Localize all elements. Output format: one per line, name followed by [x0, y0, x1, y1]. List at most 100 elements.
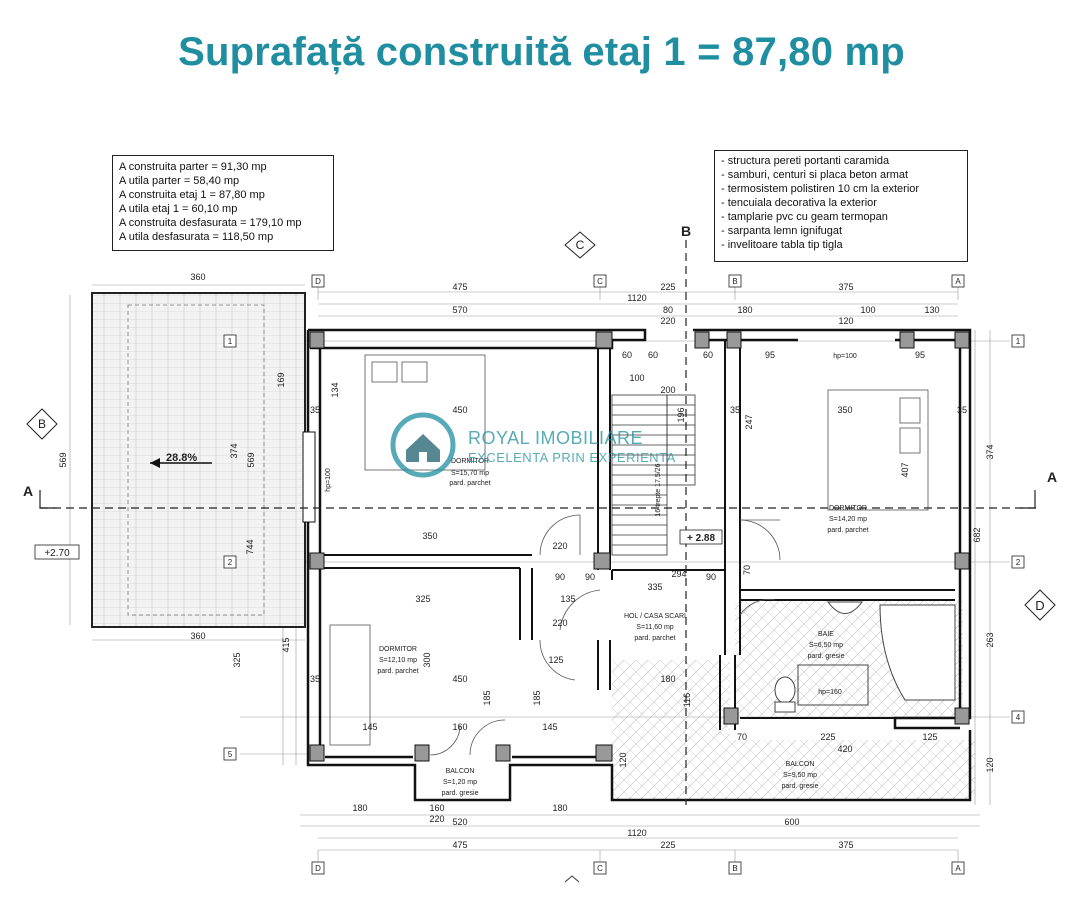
bathroom-fixtures	[774, 601, 956, 713]
balcony-east-tiles	[730, 740, 975, 800]
section-marker-d: D	[1035, 598, 1044, 613]
dim: 35	[310, 674, 320, 684]
dim: 200	[660, 385, 675, 395]
dim: 35	[957, 405, 967, 415]
dim: 116	[682, 693, 692, 707]
svg-text:BALCON: BALCON	[446, 768, 475, 775]
dim: 335	[647, 582, 662, 592]
dim: 350	[422, 531, 437, 541]
dim: 35	[310, 405, 320, 415]
svg-text:S=9,50 mp: S=9,50 mp	[783, 772, 817, 779]
dim: 475	[452, 282, 467, 292]
svg-text:S=15,70 mp: S=15,70 mp	[451, 470, 489, 477]
dim: 120	[985, 757, 995, 772]
dim: 95	[765, 350, 775, 360]
roof-terrace	[91, 292, 306, 628]
spec-line: - sarpanta lemn ignifugat	[721, 225, 843, 237]
room-balcon-east: BALCON S=9,50 mp pard. gresie	[782, 761, 819, 790]
dim: 220	[552, 541, 567, 551]
dim: 130	[924, 305, 939, 315]
exterior-walls	[306, 328, 972, 802]
dim: 90	[585, 572, 595, 582]
dimension-labels: 360 475 225 375 1120 570 80 180 100 130 …	[58, 272, 995, 850]
dim: 70	[737, 732, 747, 742]
dim: 100	[860, 305, 875, 315]
grid-label-4: 4	[1016, 713, 1021, 722]
level-box	[34, 544, 80, 560]
dim: 196	[676, 407, 686, 422]
stair-level-box	[679, 529, 723, 545]
window-west	[302, 431, 316, 523]
section-label-b: B	[681, 223, 691, 239]
hp-note-bath: hp=160	[818, 689, 842, 696]
room-dormitor-nw: DORMITOR S=15,70 mp pard. parchet	[449, 458, 490, 487]
dim: 125	[548, 655, 563, 665]
section-label-a-east: A	[1047, 469, 1057, 485]
spec-line: - tamplarie pvc cu geam termopan	[721, 211, 888, 223]
area-line: A construita desfasurata = 179,10 mp	[119, 217, 302, 229]
section-markers	[26, 231, 1056, 621]
svg-text:DORMITOR: DORMITOR	[829, 505, 867, 512]
dim: 120	[838, 316, 853, 326]
dim: 225	[820, 732, 835, 742]
grid-label-a-bottom: A	[955, 864, 961, 873]
dim: 180	[352, 803, 367, 813]
spec-line: - termosistem polistiren 10 cm la exteri…	[721, 183, 920, 195]
grid-label-d: D	[315, 277, 321, 286]
dim: 180	[737, 305, 752, 315]
spec-line: - samburi, centuri si placa beton armat	[721, 169, 909, 181]
dim: 569	[246, 452, 256, 467]
dim: 744	[245, 539, 255, 554]
dim: 220	[429, 814, 444, 824]
stair-note: 16 trepte 17,5/26	[655, 463, 662, 516]
dim: 225	[660, 282, 675, 292]
dim: 225	[660, 840, 675, 850]
door-swings	[429, 514, 781, 756]
room-dormitor-sw: DORMITOR S=12,10 mp pard. parchet	[377, 646, 418, 675]
spec-line: - invelitoare tabla tip tigla	[721, 239, 843, 251]
svg-text:pard. gresie: pard. gresie	[442, 790, 479, 797]
dim: 374	[985, 444, 995, 459]
section-lines	[39, 240, 1040, 805]
dim: 374	[229, 443, 239, 458]
dim: 325	[415, 594, 430, 604]
hp-note-west: hp=100	[325, 468, 332, 492]
interior-walls	[320, 340, 955, 730]
svg-text:pard. parchet: pard. parchet	[449, 480, 490, 487]
svg-text:pard. parchet: pard. parchet	[377, 668, 418, 675]
spec-line: - tencuiala decorativa la exterior	[721, 197, 877, 209]
dim: 169	[276, 372, 286, 387]
dim: 407	[900, 462, 910, 477]
dim: 375	[838, 840, 853, 850]
svg-text:HOL / CASA SCARI: HOL / CASA SCARI	[624, 613, 686, 620]
dim: 420	[837, 744, 852, 754]
area-line: A construita parter = 91,30 mp	[119, 161, 267, 173]
dim: 450	[452, 674, 467, 684]
dim: 569	[58, 452, 68, 467]
svg-text:pard. parchet: pard. parchet	[634, 635, 675, 642]
spec-line: - structura pereti portanti caramida	[721, 155, 890, 167]
area-line: A utila desfasurata = 118,50 mp	[119, 231, 274, 243]
grid-label-2: 2	[1016, 558, 1021, 567]
svg-text:S=14,20 mp: S=14,20 mp	[829, 516, 867, 523]
grid-label-a: A	[955, 277, 961, 286]
grid-label-d-bottom: D	[315, 864, 321, 873]
dim: 415	[281, 637, 291, 652]
dim: 520	[452, 817, 467, 827]
svg-text:pard. parchet: pard. parchet	[827, 527, 868, 534]
area-line: A utila parter = 58,40 mp	[119, 175, 240, 187]
grid-label-c: C	[597, 277, 603, 286]
page-title: Suprafață construită etaj 1 = 87,80 mp	[178, 30, 905, 74]
svg-text:BAIE: BAIE	[818, 631, 834, 638]
dim: 375	[838, 282, 853, 292]
roof-ridge-outline	[127, 304, 265, 616]
dim: 1120	[627, 293, 646, 303]
columns	[309, 331, 970, 762]
watermark-logo: ROYAL IMOBILIARE EXCELENTA PRIN EXPERIEN…	[388, 410, 698, 480]
dim: 600	[784, 817, 799, 827]
dim: 300	[422, 652, 432, 667]
room-hol: HOL / CASA SCARI S=11,60 mp pard. parche…	[624, 613, 686, 642]
svg-text:S=1,20 mp: S=1,20 mp	[443, 779, 477, 786]
svg-text:DORMITOR: DORMITOR	[379, 646, 417, 653]
dim: 475	[452, 840, 467, 850]
